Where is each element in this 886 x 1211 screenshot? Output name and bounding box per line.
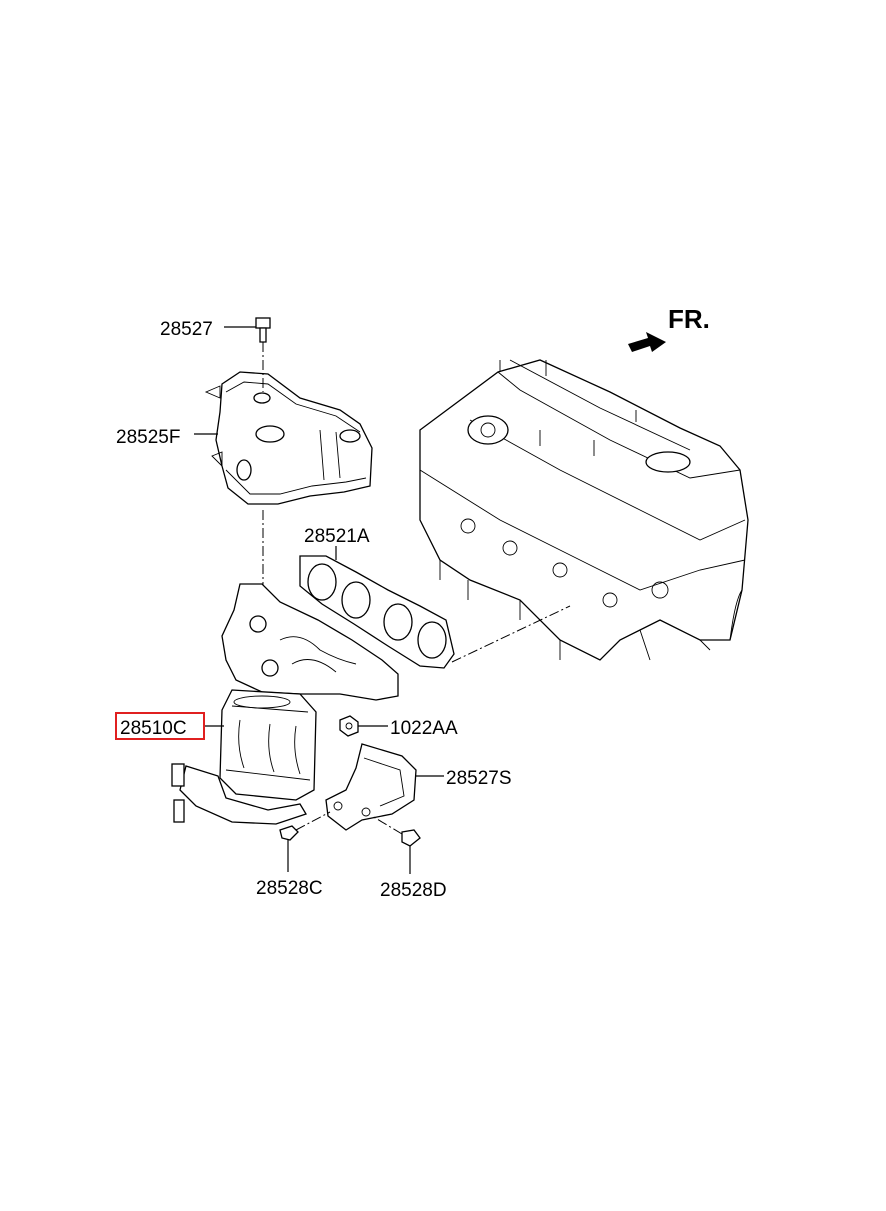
- stay-bracket: [325, 743, 417, 831]
- leader-lines: [194, 326, 444, 874]
- gasket: [299, 555, 455, 669]
- callout-manifold-catalytic[interactable]: 28510C: [120, 718, 187, 739]
- cylinder-head: [419, 359, 749, 661]
- bolt-left-part: [279, 811, 331, 841]
- nut-part: [339, 715, 359, 737]
- callout-gasket[interactable]: 28521A: [304, 526, 370, 547]
- callout-nut[interactable]: 1022AA: [390, 718, 458, 739]
- manifold-catalytic-converter: [171, 583, 399, 825]
- callout-heat-protector[interactable]: 28525F: [116, 427, 180, 448]
- callout-bolt-right[interactable]: 28528D: [380, 880, 447, 901]
- arrow-right-icon: [628, 332, 666, 352]
- callout-bolt-left[interactable]: 28528C: [256, 878, 323, 899]
- highlight-box: [115, 712, 205, 740]
- front-direction-indicator: FR.: [628, 304, 710, 352]
- bolt-right-part: [371, 815, 421, 847]
- callout-bolt-top[interactable]: 28527: [160, 319, 213, 340]
- bolt-top-part: [255, 317, 271, 392]
- callout-stay[interactable]: 28527S: [446, 768, 512, 789]
- heat-protector: [204, 371, 373, 505]
- direction-label: FR.: [668, 304, 710, 334]
- alignment-line: [451, 605, 571, 663]
